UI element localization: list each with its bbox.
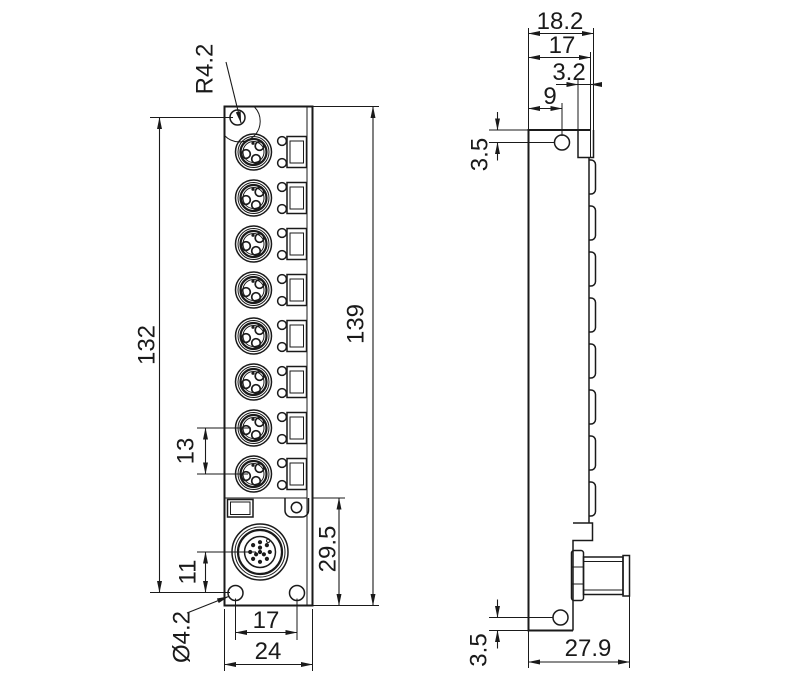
dim-label-bottom-section-height: 29.5 — [315, 526, 342, 573]
side-mounting-hole-bottom — [552, 609, 569, 626]
dim-label-mounting-hole-spacing: 132 — [134, 325, 161, 365]
dim-label-corner-radius: R4.2 — [192, 44, 219, 95]
leader-corner-radius — [225, 61, 242, 124]
dim-label-m12-offset: 11 — [175, 560, 202, 585]
dim-label-top-hole-edge: 3.5 — [467, 138, 494, 171]
dim-label-bottom-hole-edge: 3.5 — [466, 633, 493, 666]
dim-label-overall-height: 139 — [343, 304, 370, 344]
dim-label-hole-offset: 9 — [543, 83, 556, 110]
ear-tab-hole — [290, 501, 303, 514]
dim-label-overall-depth: 18.2 — [537, 8, 584, 35]
side-body-outline — [527, 129, 591, 632]
front-dimensions: R4.2 132 139 13 11 29.5 Ø4.2 17 24 — [134, 44, 379, 671]
leader-hole-diameter — [186, 595, 229, 614]
dim-label-flange-step: 3.2 — [552, 59, 585, 86]
ear-tab — [284, 498, 310, 518]
side-dimensions: 18.2 17 3.2 9 3.5 3.5 27.9 — [466, 8, 630, 668]
dim-label-depth-with-m12: 27.9 — [565, 635, 612, 662]
front-body-outline — [223, 105, 314, 607]
side-top-step — [577, 130, 595, 159]
side-view — [527, 129, 631, 632]
m12-connector-side — [570, 549, 631, 602]
side-ear-tab — [572, 522, 594, 631]
dim-label-bottom-hole-spacing: 17 — [253, 607, 280, 634]
dim-label-hole-diameter: Ø4.2 — [169, 611, 196, 663]
dim-label-body-depth: 17 — [549, 32, 576, 59]
dim-label-overall-width: 24 — [255, 638, 282, 665]
status-window — [226, 498, 254, 518]
status-window-inner — [230, 501, 251, 515]
dim-label-port-pitch: 13 — [173, 438, 200, 465]
